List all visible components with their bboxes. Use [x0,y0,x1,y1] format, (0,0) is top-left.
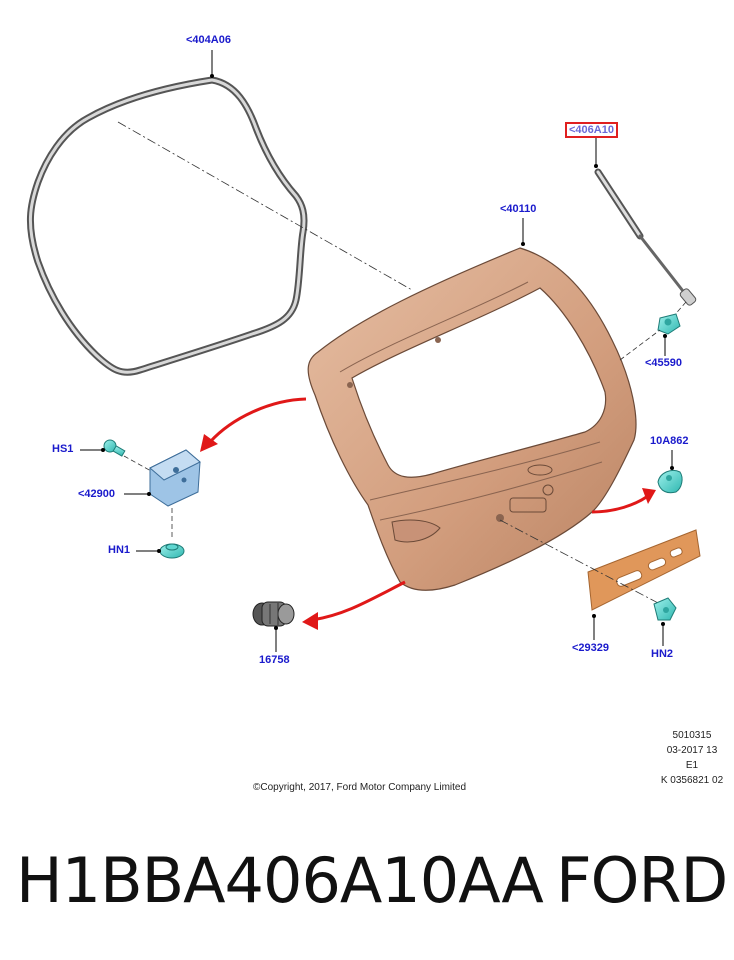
nut-hn1 [159,543,185,559]
brand-name: FORD [556,844,728,917]
part-number: H1BBA406A10AA [16,844,544,917]
callout-gas-strut-highlighted[interactable]: <406A10 [565,122,618,138]
gas-strut [594,168,697,306]
meta-revision: E1 [685,760,699,771]
callout-ball-stud[interactable]: <45590 [645,357,683,369]
liftgate-panel [307,247,637,591]
meta-date-code: 03-2017 13 [666,745,718,756]
seal-centerline [117,121,413,291]
callout-liftgate[interactable]: <40110 [500,203,537,215]
strut-leader-dot [594,164,598,168]
handle-switch [252,601,295,627]
hn2-leader-dot [661,622,665,626]
bumper-stop [657,469,683,494]
reflector-plate [587,529,701,611]
nut-hn2 [653,597,677,621]
reflector-centerline [499,519,661,605]
callout-handle-switch[interactable]: 16758 [259,654,290,666]
switch-leader-dot [274,626,278,630]
seal-leader-dot [210,74,214,78]
latch-assembly [149,449,201,507]
ball-stud-leader-dot [663,334,667,338]
callout-nut-hn1[interactable]: HN1 [108,544,131,556]
callout-screw-hs1[interactable]: HS1 [52,443,74,455]
callout-seal[interactable]: <404A06 [186,34,231,46]
liftgate-leader-dot [521,242,525,246]
arrow-heads [200,434,656,630]
direction-arrows [208,397,649,622]
hn1-leader-dot [157,549,161,553]
callout-reflector[interactable]: <29329 [572,642,610,654]
reflector-leader-dot [592,614,596,618]
callout-bumper[interactable]: 10A862 [650,435,689,447]
hs1-leader-dot [101,448,105,452]
bumper-leader-dot [670,466,674,470]
meta-illustration-id: 5010315 [672,730,712,741]
weatherstrip-seal [27,76,308,376]
exploded-parts-diagram [27,50,701,652]
callout-latch[interactable]: <42900 [78,488,116,500]
screw-hs1 [103,439,126,457]
latch-leader-dot [147,492,151,496]
stud-centerline [619,329,661,361]
callout-nut-hn2[interactable]: HN2 [651,648,674,660]
meta-reference: K 0356821 02 [660,775,724,786]
ball-stud [657,313,681,335]
copyright-notice: ©Copyright, 2017, Ford Motor Company Lim… [253,782,467,793]
